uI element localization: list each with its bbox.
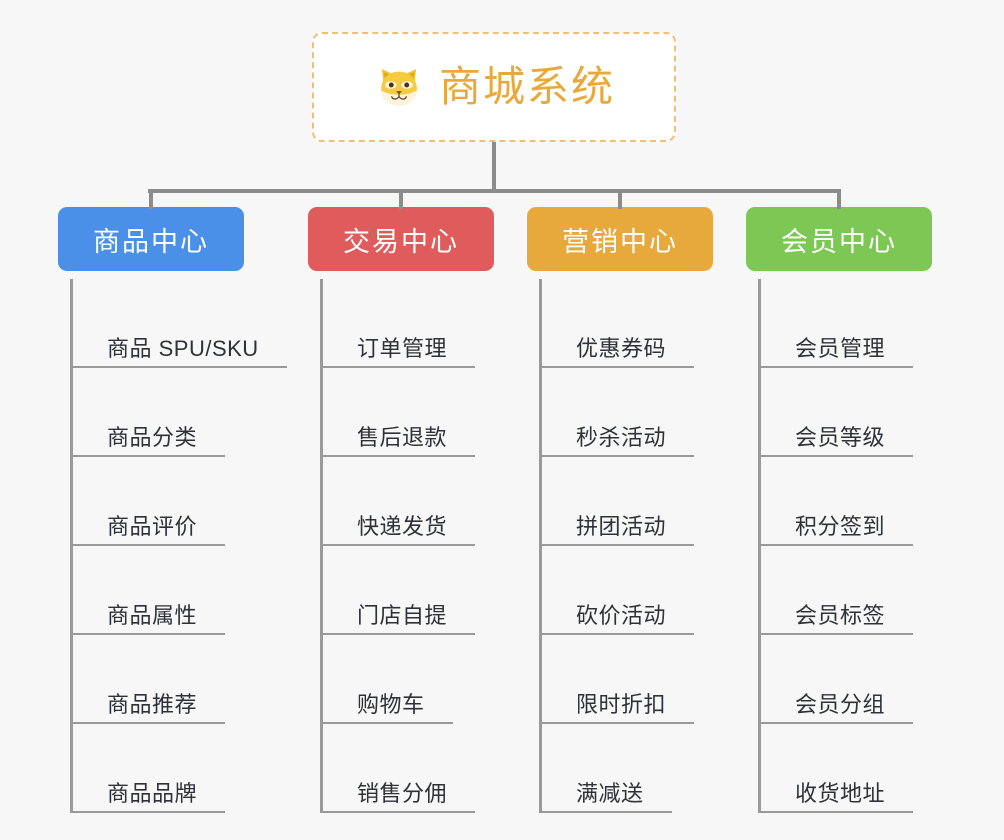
leaf-item-rule <box>761 455 913 457</box>
leaf-item[interactable]: 满减送 <box>542 724 713 813</box>
leaf-item[interactable]: 会员管理 <box>761 279 932 368</box>
shiba-dog-face-icon <box>373 61 425 113</box>
category-label: 营销中心 <box>562 226 678 257</box>
leaf-item[interactable]: 限时折扣 <box>542 635 713 724</box>
root-node[interactable]: 商城系统 <box>312 32 676 142</box>
leaf-item-rule <box>73 633 225 635</box>
leaf-item[interactable]: 门店自提 <box>323 546 494 635</box>
leaf-item-label: 拼团活动 <box>576 513 667 539</box>
column-trade-center: 交易中心订单管理售后退款快递发货门店自提购物车销售分佣 <box>308 207 494 813</box>
leaf-item-rule <box>761 544 913 546</box>
connector-drop-member-center <box>837 189 841 209</box>
leaf-item[interactable]: 商品分类 <box>73 368 244 457</box>
leaf-item-label: 商品属性 <box>107 602 198 628</box>
category-box-product-center[interactable]: 商品中心 <box>58 207 244 271</box>
leaf-item-label: 快递发货 <box>357 513 448 539</box>
leaf-item-label: 购物车 <box>357 691 425 717</box>
leaf-item[interactable]: 商品 SPU/SKU <box>73 279 287 368</box>
category-box-marketing-center[interactable]: 营销中心 <box>527 207 713 271</box>
leaf-item[interactable]: 售后退款 <box>323 368 494 457</box>
leaf-item[interactable]: 积分签到 <box>761 457 932 546</box>
leaf-item-rule <box>761 366 913 368</box>
leaf-item-label: 秒杀活动 <box>576 424 667 450</box>
leaf-item-rule <box>323 366 475 368</box>
leaf-item-label: 会员等级 <box>795 424 886 450</box>
leaf-item-label: 收货地址 <box>795 780 886 806</box>
category-box-trade-center[interactable]: 交易中心 <box>308 207 494 271</box>
leaf-item-rule <box>73 811 225 813</box>
leaf-item-label: 会员管理 <box>795 335 886 361</box>
leaf-item-rule <box>761 722 913 724</box>
leaf-item-rule <box>542 544 694 546</box>
leaf-item[interactable]: 会员标签 <box>761 546 932 635</box>
leaf-item-label: 商品评价 <box>107 513 198 539</box>
category-label: 商品中心 <box>93 226 209 257</box>
leaf-item-label: 优惠券码 <box>576 335 667 361</box>
leaf-item-label: 售后退款 <box>357 424 448 450</box>
leaf-stack-product-center: 商品 SPU/SKU 商品分类商品评价商品属性商品推荐商品品牌 <box>70 279 287 813</box>
leaf-item[interactable]: 砍价活动 <box>542 546 713 635</box>
leaf-item-rule <box>73 544 225 546</box>
leaf-item-rule <box>323 811 475 813</box>
leaf-item-label: 积分签到 <box>795 513 886 539</box>
leaf-item-label: 商品品牌 <box>107 780 198 806</box>
leaf-item-label: 商品推荐 <box>107 691 198 717</box>
leaf-item-rule <box>542 722 694 724</box>
leaf-item-rule <box>761 633 913 635</box>
leaf-item-rule <box>542 455 694 457</box>
leaf-item[interactable]: 优惠券码 <box>542 279 713 368</box>
leaf-item-rule <box>323 455 475 457</box>
leaf-item-rule <box>542 633 694 635</box>
leaf-item-rule <box>323 722 453 724</box>
leaf-stack-marketing-center: 优惠券码秒杀活动拼团活动砍价活动限时折扣满减送 <box>539 279 713 813</box>
leaf-item[interactable]: 商品推荐 <box>73 635 244 724</box>
leaf-item[interactable]: 秒杀活动 <box>542 368 713 457</box>
leaf-item[interactable]: 订单管理 <box>323 279 494 368</box>
leaf-stack-trade-center: 订单管理售后退款快递发货门店自提购物车销售分佣 <box>320 279 494 813</box>
leaf-item[interactable]: 收货地址 <box>761 724 932 813</box>
column-marketing-center: 营销中心优惠券码秒杀活动拼团活动砍价活动限时折扣满减送 <box>527 207 713 813</box>
connector-bus-bar <box>148 189 840 193</box>
leaf-item[interactable]: 购物车 <box>323 635 494 724</box>
leaf-item[interactable]: 会员等级 <box>761 368 932 457</box>
leaf-item[interactable]: 会员分组 <box>761 635 932 724</box>
leaf-item-label: 销售分佣 <box>357 780 448 806</box>
leaf-item-label: 限时折扣 <box>576 691 667 717</box>
leaf-item-rule <box>73 366 287 368</box>
leaf-item[interactable]: 快递发货 <box>323 457 494 546</box>
leaf-item-rule <box>323 544 475 546</box>
leaf-item[interactable]: 商品属性 <box>73 546 244 635</box>
leaf-item-rule <box>323 633 475 635</box>
leaf-item-rule <box>761 811 913 813</box>
leaf-item-label: 订单管理 <box>357 335 448 361</box>
leaf-item[interactable]: 商品品牌 <box>73 724 244 813</box>
column-member-center: 会员中心会员管理会员等级积分签到会员标签会员分组收货地址 <box>746 207 932 813</box>
category-label: 交易中心 <box>343 226 459 257</box>
leaf-item-label: 满减送 <box>576 780 644 806</box>
connector-drop-product-center <box>149 189 153 209</box>
leaf-item-label: 会员分组 <box>795 691 886 717</box>
leaf-item-rule <box>73 722 225 724</box>
leaf-item[interactable]: 拼团活动 <box>542 457 713 546</box>
leaf-item-rule <box>73 455 225 457</box>
leaf-item-label: 会员标签 <box>795 602 886 628</box>
column-product-center: 商品中心商品 SPU/SKU 商品分类商品评价商品属性商品推荐商品品牌 <box>58 207 287 813</box>
leaf-item-rule <box>542 366 694 368</box>
leaf-stack-member-center: 会员管理会员等级积分签到会员标签会员分组收货地址 <box>758 279 932 813</box>
category-label: 会员中心 <box>781 226 897 257</box>
connector-drop-trade-center <box>399 189 403 209</box>
leaf-item-label: 商品分类 <box>107 424 198 450</box>
root-title: 商城系统 <box>438 63 615 110</box>
leaf-item-label: 砍价活动 <box>576 602 667 628</box>
connector-root-stem <box>492 142 496 192</box>
leaf-item[interactable]: 商品评价 <box>73 457 244 546</box>
leaf-item-label: 商品 SPU/SKU <box>107 335 259 361</box>
leaf-item-label: 门店自提 <box>357 602 448 628</box>
category-box-member-center[interactable]: 会员中心 <box>746 207 932 271</box>
connector-drop-marketing-center <box>618 189 622 209</box>
leaf-item-rule <box>542 811 672 813</box>
leaf-item[interactable]: 销售分佣 <box>323 724 494 813</box>
